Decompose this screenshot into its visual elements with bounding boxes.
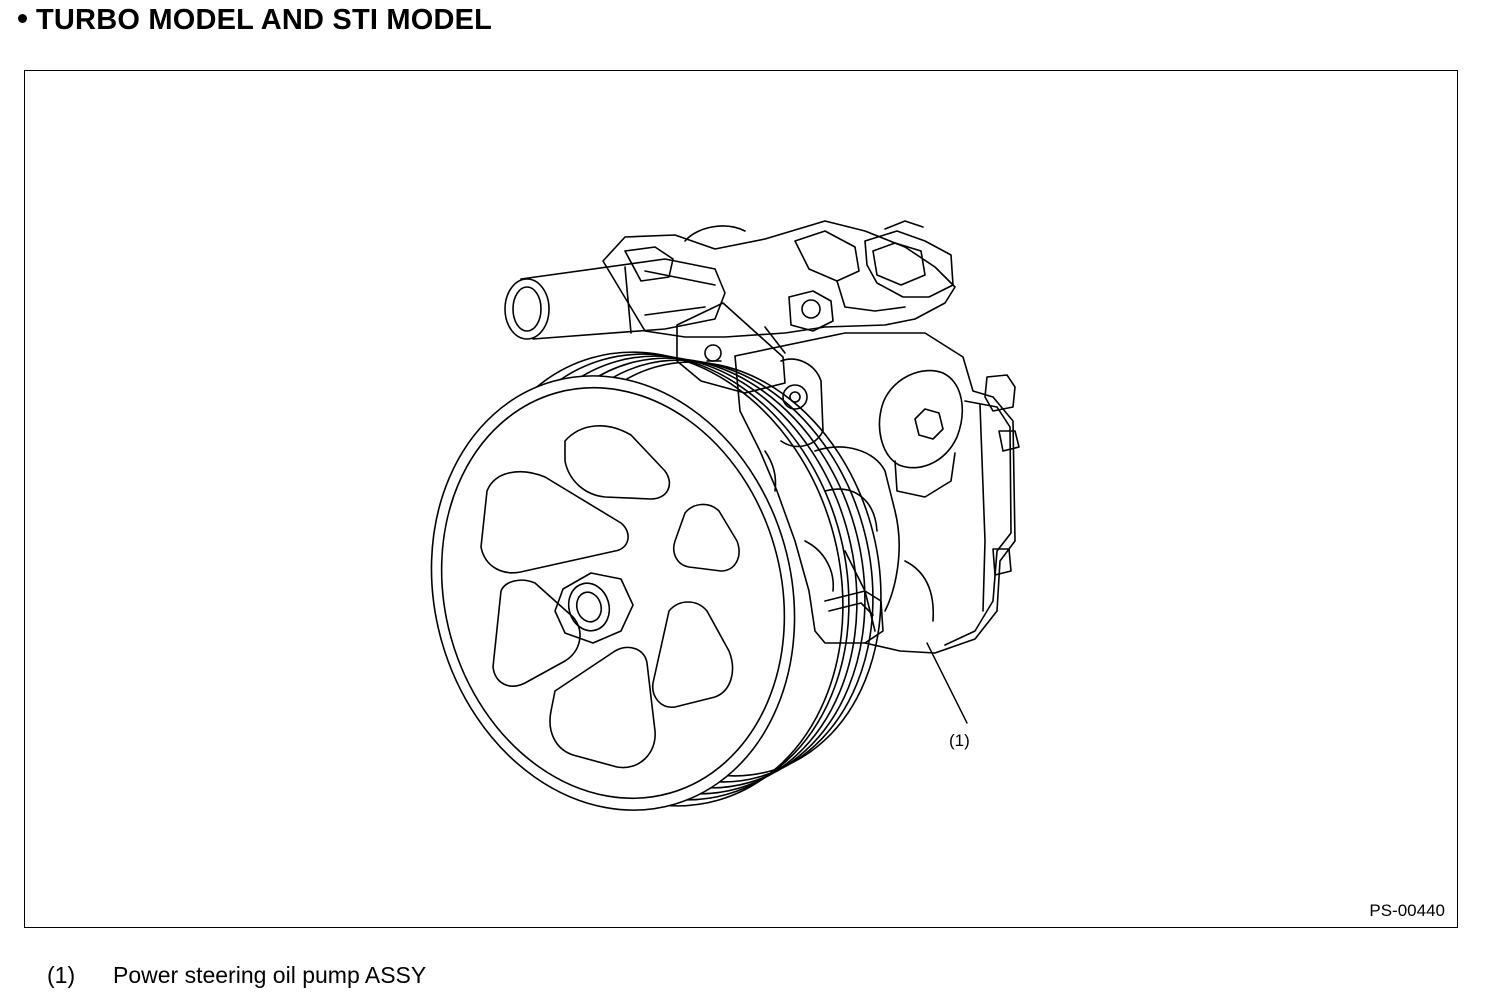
figure-frame: (1) PS-00440 [24,70,1458,928]
pulley [430,351,882,811]
heading-text: TURBO MODEL AND STI MODEL [36,4,493,36]
callout-leader-line [926,642,968,724]
top-bracket [602,220,956,394]
callout-label: (1) [949,731,970,750]
power-steering-pump-illustration [430,220,1020,811]
figure-code: PS-00440 [1369,901,1445,920]
section-heading: TURBO MODEL AND STI MODEL [18,4,492,37]
legend-number: (1) [47,962,76,988]
bullet-icon [18,13,27,23]
legend-label: Power steering oil pump ASSY [113,962,427,988]
legend-item: (1) Power steering oil pump ASSY [47,962,426,989]
suction-pipe [504,258,726,340]
